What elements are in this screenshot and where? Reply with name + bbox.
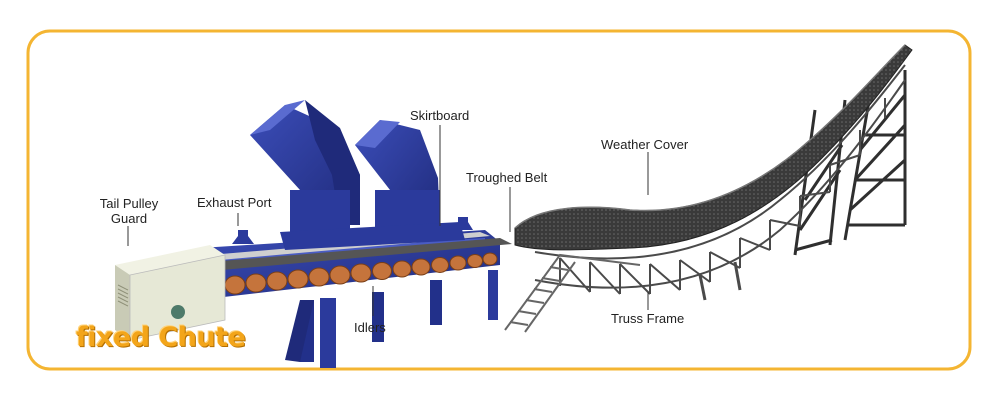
walkway-stairs [504,253,641,333]
frame-border [26,29,972,371]
idler-rolls [224,252,498,295]
leader-lines [127,125,649,316]
label-weather-cover: Weather Cover [601,137,689,152]
main-structure [200,230,512,368]
label-tail-pulley-guard: Tail Pulley Guard [99,196,159,226]
label-troughed-belt: Troughed Belt [466,170,548,185]
tail-pulley-guard-box [115,245,226,341]
truss-frame-structure [534,64,906,301]
label-idlers: Idlers [354,320,386,335]
chute-shapes [250,100,465,250]
label-skirtboard: Skirtboard [410,108,470,123]
support-tower [793,70,907,256]
label-exhaust-port: Exhaust Port [197,195,272,210]
caption-fixed-chute: fixed Chute [76,322,246,353]
label-truss-frame: Truss Frame [611,311,685,326]
weather-cover-shape [514,44,913,251]
